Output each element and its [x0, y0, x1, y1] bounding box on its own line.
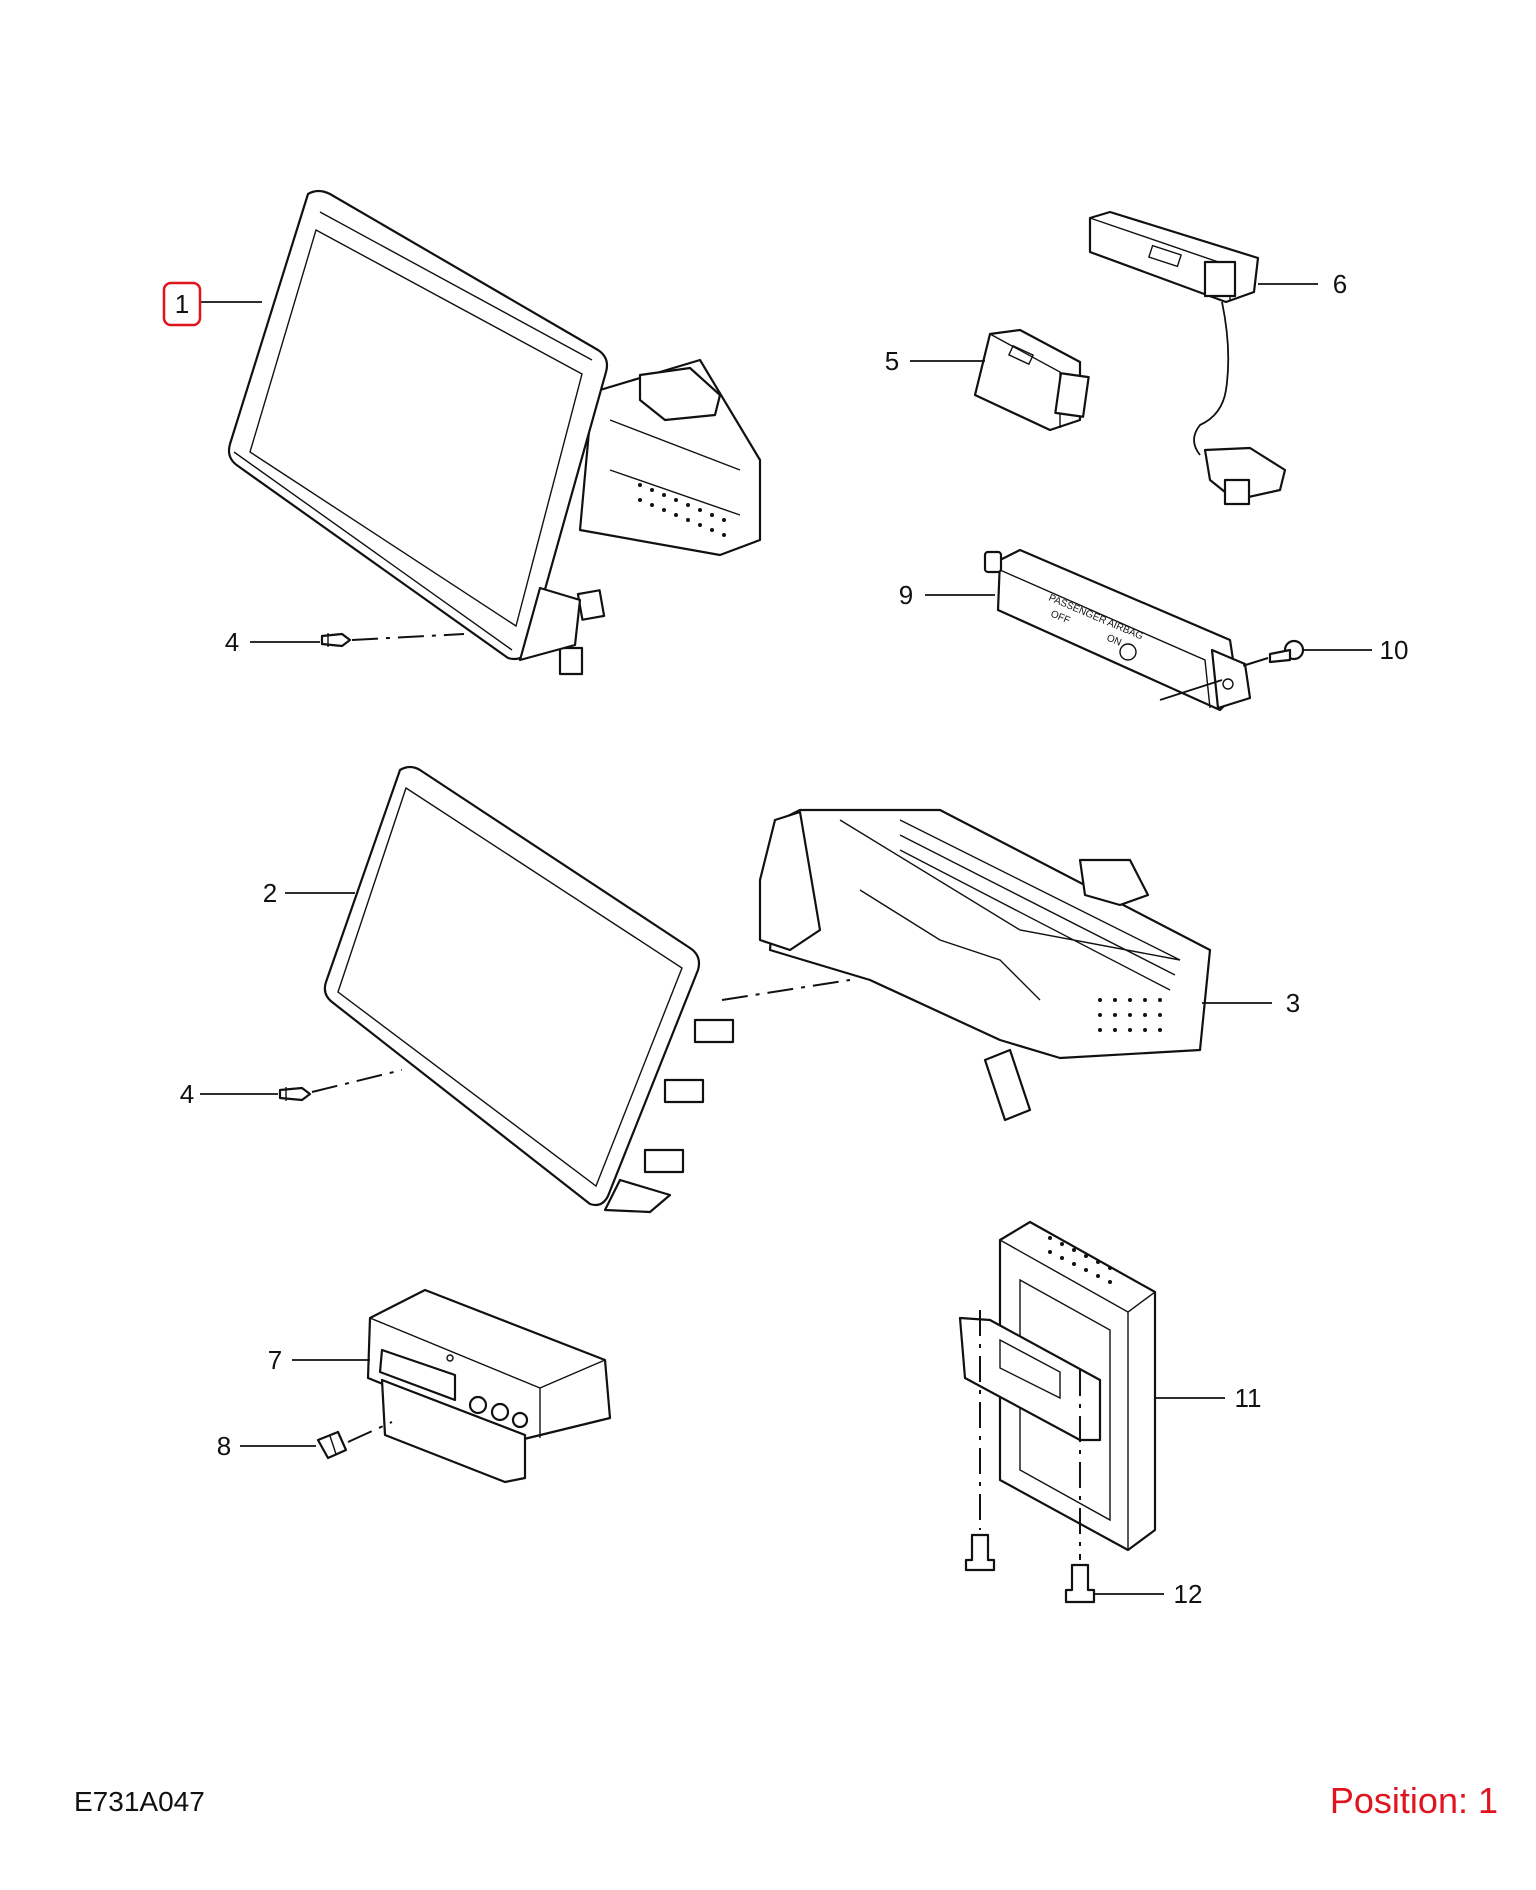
part-11-vertical-module[interactable]: [958, 1220, 1157, 1552]
callout-9[interactable]: 9: [899, 580, 913, 610]
callout-11[interactable]: 11: [1235, 1383, 1262, 1413]
assembly-line-4-lower: [311, 1069, 403, 1093]
callout-2[interactable]: 2: [263, 878, 277, 908]
callout-8[interactable]: 8: [217, 1431, 231, 1461]
callout-4-upper[interactable]: 4: [225, 627, 239, 657]
part-4-screw-upper[interactable]: [320, 632, 352, 648]
position-indicator: Position: 1: [1329, 1780, 1498, 1821]
part-5-usb-module[interactable]: [973, 328, 1090, 432]
airbag-panel-on: ON: [1105, 633, 1123, 649]
assembly-line-10: [1235, 657, 1269, 669]
part-9-airbag-indicator[interactable]: PASSENGER AIRBAG OFF ON: [983, 548, 1252, 712]
part-2-display-panel[interactable]: [323, 765, 735, 1214]
callout-10[interactable]: 10: [1380, 635, 1409, 665]
callout-7[interactable]: 7: [268, 1345, 282, 1375]
chassis-vents: [638, 483, 726, 537]
assembly-line-2-3: [721, 979, 851, 1001]
callout-4-lower[interactable]: 4: [180, 1079, 194, 1109]
callout-6[interactable]: 6: [1333, 269, 1347, 299]
selected-callout-highlight: [162, 281, 202, 327]
callout-12[interactable]: 12: [1174, 1579, 1203, 1609]
module-11-vents: [1048, 1236, 1112, 1284]
part-12-bolts[interactable]: [964, 1310, 1096, 1604]
head-unit-vents: [1098, 998, 1162, 1032]
part-3-head-unit-chassis[interactable]: [758, 808, 1212, 1122]
callout-3[interactable]: 3: [1286, 988, 1300, 1018]
part-7-module-box[interactable]: [366, 1288, 612, 1484]
callout-1[interactable]: 1: [175, 289, 189, 319]
callout-5[interactable]: 5: [885, 346, 899, 376]
airbag-indicator-icon: [1119, 643, 1137, 661]
part-1-display-assembly[interactable]: [227, 189, 762, 676]
assembly-line-4-upper: [351, 633, 465, 641]
part-8-screw[interactable]: [316, 1430, 348, 1460]
part-10-screw[interactable]: [1268, 639, 1305, 664]
assembly-line-8: [347, 1421, 393, 1443]
part-4-screw-lower[interactable]: [278, 1086, 312, 1102]
part-6-bar-module-with-cable[interactable]: [1088, 210, 1287, 506]
diagram-code: E731A047: [74, 1786, 205, 1817]
